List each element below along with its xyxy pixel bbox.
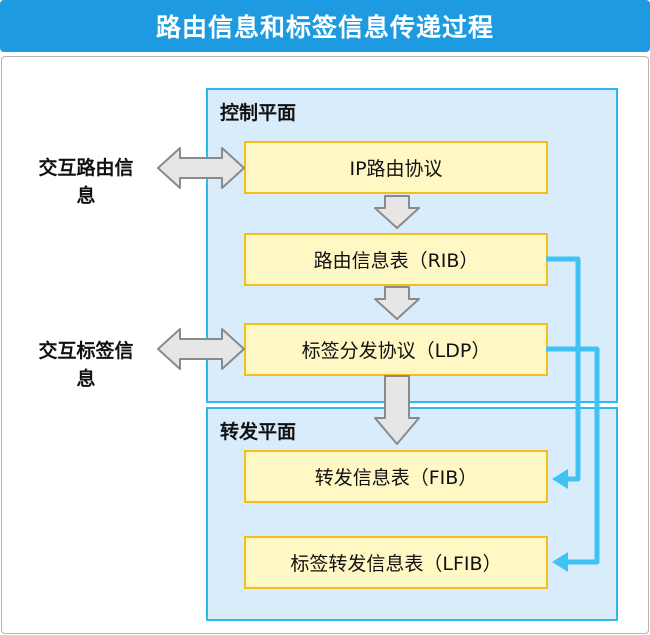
exchange-label-info-line2: 息 bbox=[76, 368, 96, 390]
exchange-label-info-label: 交互标签信 息 bbox=[22, 337, 150, 393]
title-bar: 路由信息和标签信息传递过程 bbox=[0, 0, 650, 52]
lfib-box: 标签转发信息表（LFIB） bbox=[244, 536, 548, 589]
rib-to-fib-connector bbox=[546, 256, 581, 482]
routing-info-double-arrow bbox=[157, 147, 245, 189]
ldp-to-lfib-connector bbox=[546, 346, 600, 565]
exchange-routing-info-line1: 交互路由信 bbox=[38, 157, 134, 179]
fib-box: 转发信息表（FIB） bbox=[244, 450, 548, 503]
exchange-label-info-line1: 交互标签信 bbox=[38, 340, 134, 362]
forwarding-plane-label: 转发平面 bbox=[220, 421, 297, 443]
exchange-routing-info-label: 交互路由信 息 bbox=[22, 154, 150, 210]
ldp-to-lfib-arrowhead bbox=[552, 552, 568, 572]
down-arrow-rib-to-ldp bbox=[374, 286, 420, 320]
exchange-routing-info-line2: 息 bbox=[76, 185, 96, 207]
down-arrow-ldp-to-fib bbox=[374, 375, 420, 445]
rib-to-fib-arrowhead bbox=[552, 469, 568, 489]
rib-box: 路由信息表（RIB） bbox=[244, 233, 548, 286]
page-title: 路由信息和标签信息传递过程 bbox=[155, 13, 494, 42]
ip-routing-protocol-box: IP路由协议 bbox=[244, 141, 548, 194]
down-arrow-ip-to-rib bbox=[374, 195, 420, 229]
control-plane-label: 控制平面 bbox=[220, 102, 297, 124]
label-info-double-arrow bbox=[157, 328, 245, 370]
